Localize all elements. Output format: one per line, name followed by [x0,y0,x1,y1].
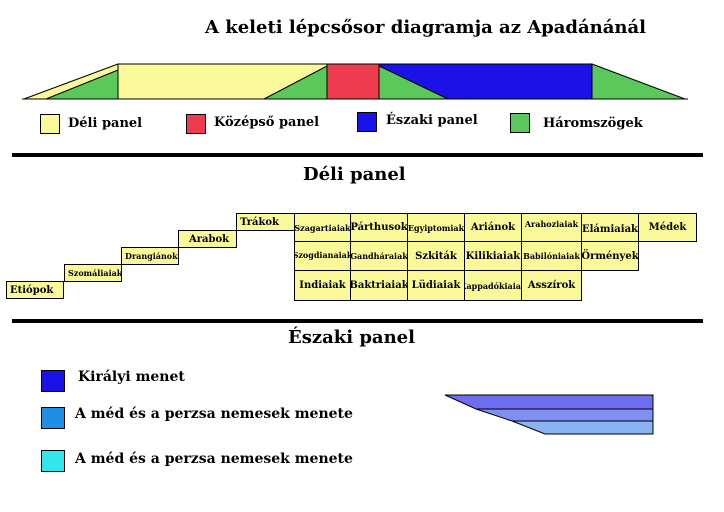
legend-label-triangles: Háromszögek [543,116,643,131]
staircase-overview-diagram [22,63,688,100]
legend-swatch-middle [186,114,206,134]
north-legend-swatch-royal [41,370,65,392]
nation-cell: Indiaiak [294,270,351,301]
nation-cell: Örmények [581,241,639,271]
triangle-left [45,69,119,100]
triangle-right [591,63,686,100]
nation-cell: Szagartiaiak [294,213,351,242]
north-legend-swatch-nobles-2 [41,450,65,472]
nation-cell: Párthusok [350,213,408,242]
nation-cell: Kappadókiaiak [464,270,522,301]
stair-step: Etiópok [6,281,64,299]
stair-step: Trákok [236,213,295,231]
nation-cell: Kilikiaiak [464,241,522,271]
legend-swatch-south [40,114,60,134]
nation-cell: Szogdianaiak [294,241,351,271]
section-divider [12,319,703,323]
legend-swatch-triangles [510,113,530,133]
north-band-nobles-2 [511,420,654,435]
north-band-nobles-1 [475,408,654,422]
north-legend-label-nobles-2: A méd és a perzsa nemesek menete [75,451,353,467]
nation-cell: Egyiptomiak [407,213,465,242]
stair-step: Drangiánok [121,247,179,265]
nation-cell: Ariánok [464,213,522,242]
nation-cell: Szkiták [407,241,465,271]
nation-cell: Gandháraiak [350,241,408,271]
north-legend-label-nobles-1: A méd és a perzsa nemesek menete [75,406,353,422]
section-divider [12,153,703,157]
north-panel-diagram [444,394,654,435]
north-legend-label-royal: Királyi menet [78,369,185,385]
legend-swatch-north [357,112,377,132]
nation-cell: Arahoziaiak [521,213,582,242]
stair-step: Szomáliaiak [64,264,122,282]
north-panel-title: Északi panel [288,327,415,348]
nation-cell: Babilóniaiak [521,241,582,271]
stair-step: Arabok [178,230,237,248]
nation-cell: Médek [638,213,697,242]
legend-label-south: Déli panel [68,116,143,131]
north-band-royal [444,394,654,410]
nation-cell: Elámiaiak [581,213,639,242]
nation-cell: Baktriaiak [350,270,408,301]
diagram-title: A keleti lépcsősor diagramja az Apadánán… [205,17,646,38]
middle-panel-block [326,63,380,100]
legend-label-north: Északi panel [386,113,478,128]
nation-cell: Asszírok [521,270,582,301]
nation-cell: Lüdiaiak [407,270,465,301]
north-legend-swatch-nobles-1 [41,407,65,429]
south-panel-title: Déli panel [303,164,406,185]
legend-label-middle: Középső panel [214,115,320,130]
